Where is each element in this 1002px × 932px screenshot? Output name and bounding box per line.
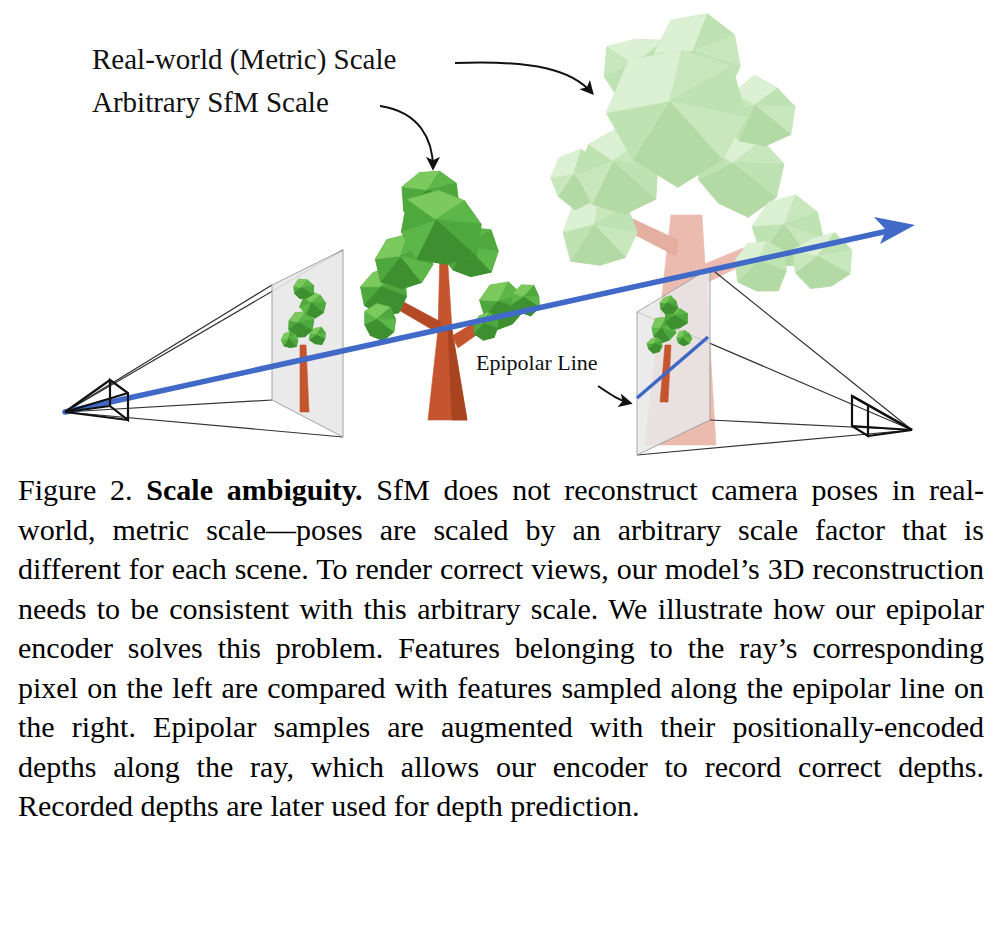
foliage (661, 303, 667, 314)
foliage (660, 296, 678, 314)
caption-title: Scale ambiguity. (146, 473, 362, 506)
foliage (735, 241, 786, 291)
foliage (295, 288, 302, 299)
foliage (606, 50, 746, 187)
foliage (289, 338, 297, 347)
caption-text: SfM does not reconstruct camera poses in… (18, 473, 984, 822)
foliage (407, 190, 438, 219)
image-plane (272, 250, 343, 437)
camera-edge (868, 405, 912, 430)
figure-caption: Figure 2. Scale ambiguity. SfM does not … (18, 470, 984, 826)
foliage (365, 304, 396, 341)
camera-edge (65, 406, 110, 412)
leader-arrow (598, 386, 630, 403)
camera-face (110, 380, 128, 420)
camera-edge (65, 380, 110, 412)
foliage (660, 303, 666, 309)
foliage (311, 295, 326, 303)
ray-arrowhead (874, 217, 915, 244)
foliage (758, 260, 786, 290)
foliage (733, 163, 784, 197)
foliage (300, 302, 311, 314)
foliage (483, 323, 494, 340)
foliage (647, 343, 654, 349)
foliage (480, 282, 524, 330)
foliage (654, 343, 662, 351)
camera-edge (65, 393, 128, 412)
foliage (757, 260, 778, 291)
small-tree (361, 171, 540, 420)
foliage (436, 220, 477, 265)
foliage (309, 327, 325, 344)
foliage (377, 307, 395, 319)
frustum-line (65, 285, 272, 412)
foliage (652, 327, 661, 336)
tree-trunk (300, 345, 309, 412)
camera-ray (65, 231, 888, 412)
right-camera-frustum (637, 268, 912, 455)
foliage (818, 256, 850, 286)
foliage (784, 212, 823, 237)
annotation-label: Real-world (Metric) Scale (92, 43, 396, 76)
image-plane (637, 268, 710, 455)
left-camera-frustum (65, 250, 343, 437)
camera-edge (852, 426, 912, 430)
foliage (377, 318, 395, 332)
foliage (666, 316, 675, 330)
foliage (317, 333, 326, 339)
foliage (281, 332, 298, 348)
foliage (401, 190, 481, 264)
leader-arrow (380, 106, 433, 168)
foliage (667, 303, 678, 314)
foliage (551, 174, 574, 196)
foliage (375, 256, 400, 282)
epipolar-line (637, 337, 708, 398)
foliage (294, 279, 314, 298)
foliage (289, 338, 298, 346)
foliage (755, 88, 796, 106)
camera-icon (65, 380, 128, 420)
foliage (524, 286, 539, 297)
foliage (589, 129, 616, 161)
camera-face (852, 396, 868, 436)
camera-edge (868, 430, 912, 436)
leader-arrow (455, 62, 592, 93)
foliage (474, 323, 484, 340)
foliage (683, 336, 692, 343)
foliage (365, 304, 377, 319)
annotation-label: Arbitrary SfM Scale (92, 86, 329, 119)
camera-icon (852, 396, 912, 436)
foliage (670, 101, 723, 187)
foliage (677, 330, 692, 345)
foliage (647, 337, 662, 353)
frustum-line (710, 420, 912, 430)
annotation-label: Epipolar Line (476, 350, 598, 376)
frustum-line (710, 268, 912, 430)
caption-text: Figure 2. (18, 473, 146, 506)
